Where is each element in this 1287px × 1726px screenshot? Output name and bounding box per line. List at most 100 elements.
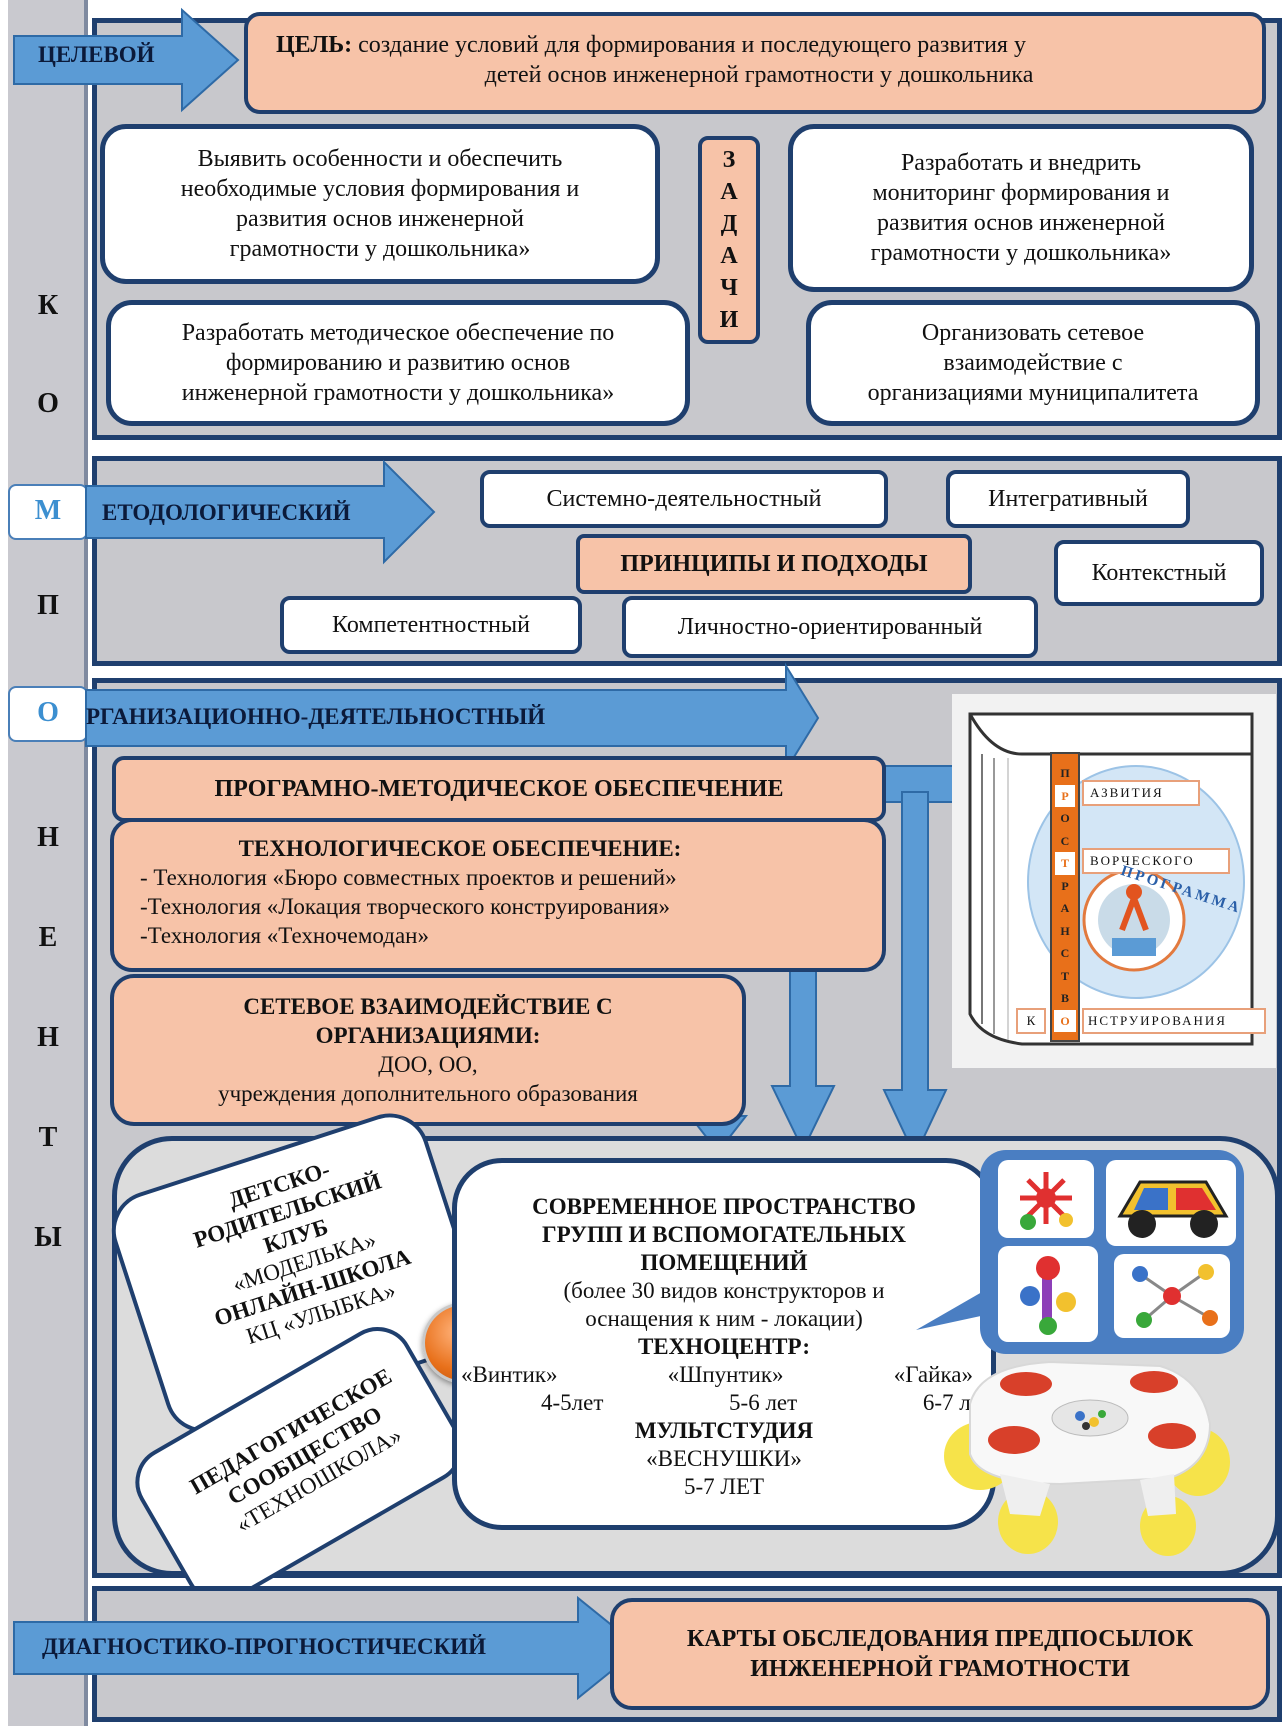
book-letter: Т (1060, 968, 1069, 983)
diagnostic-arrow (13, 1595, 642, 1701)
book-outline (968, 712, 1254, 1046)
sidebar-letter: К (37, 290, 59, 321)
tech-title: ТЕХНОЛОГИЧЕСКОЕ ОБЕСПЕЧЕНИЕ: (238, 836, 682, 861)
survey-cards-box: КАРТЫ ОБСЛЕДОВАНИЯ ПРЕДПОСЫЛОК ИНЖЕНЕРНО… (610, 1598, 1270, 1710)
tasks-letter: Д (720, 211, 738, 237)
task-1-line: развития основ инженерной (236, 206, 524, 232)
tasks-letter: З (722, 147, 736, 173)
constructors-bubble (980, 1150, 1244, 1354)
tech-support-box: ТЕХНОЛОГИЧЕСКОЕ ОБЕСПЕЧЕНИЕ: - Технологи… (110, 818, 886, 972)
network-title-1: СЕТЕВОЕ ВЗАИМОДЕЙСТВИЕ С (243, 994, 613, 1019)
task-3-line: инженерной грамотности у дошкольника» (181, 380, 615, 406)
constructor-photo-car-icon (1106, 1160, 1236, 1246)
sidebar-letter: П (37, 590, 59, 621)
techno-table-image (944, 1360, 1230, 1556)
modern-space-box: СОВРЕМЕННОЕ ПРОСТРАНСТВО ГРУПП И ВСПОМОГ… (452, 1158, 996, 1530)
constructor-photo-flower-icon (998, 1160, 1094, 1238)
organizational-label: РГАНИЗАЦИОННО-ДЕЯТЕЛЬНОСТНЫЙ (86, 704, 546, 729)
book-letter: Н (1060, 923, 1070, 938)
goal-line-2: детей основ инженерной грамотности у дош… (484, 62, 1034, 88)
task-3-line: Разработать методическое обеспечение по (181, 320, 615, 346)
program-methodical-box: ПРОГРАМНО-МЕТОДИЧЕСКОЕ ОБЕСПЕЧЕНИЕ (112, 756, 886, 822)
task-2-line: грамотности у дошкольника» (870, 240, 1172, 266)
space-sub-line: оснащения к ним - локации) (585, 1306, 863, 1331)
task-box-4: Организовать сетевое взаимодействие с ор… (806, 300, 1260, 426)
book-letter: Р (1061, 878, 1069, 893)
sidebar-letter-box-m: М (8, 484, 88, 540)
target-arrow (13, 7, 240, 113)
task-box-3: Разработать методическое обеспечение по … (106, 300, 690, 426)
sidebar-letter: Ы (34, 1222, 62, 1253)
groups-row: «Винтик» «Шпунтик» «Гайка» (457, 1361, 991, 1389)
book-vertical-letters: П Р О С Т Р А Н С Т В О (1050, 754, 1080, 1040)
tasks-letter: А (720, 179, 738, 205)
down-arrow-middle (770, 959, 836, 1153)
organizational-arrow (85, 662, 820, 774)
task-4-line: Организовать сетевое (921, 320, 1145, 346)
group-age: 4-5лет (541, 1390, 604, 1415)
book-letter: Р (1055, 784, 1075, 807)
principle-integrative: Интегративный (946, 470, 1190, 528)
tech-item: -Технология «Локация творческого констру… (140, 894, 670, 919)
principle-systemic: Системно-деятельностный (480, 470, 888, 528)
goal-prefix: ЦЕЛЬ: (276, 32, 353, 58)
book-row-construction: НСТРУИРОВАНИЯ (1082, 1008, 1266, 1034)
tasks-vertical-label: З А Д А Ч И (698, 136, 760, 344)
tech-item: -Технология «Техночемодан» (140, 923, 429, 948)
tasks-letter: А (720, 243, 738, 269)
book-letter: В (1060, 991, 1069, 1005)
goal-box: ЦЕЛЬ: создание условий для формирования … (244, 12, 1266, 114)
survey-cards-line: КАРТЫ ОБСЛЕДОВАНИЯ ПРЕДПОСЫЛОК (686, 1626, 1194, 1652)
task-1-line: необходимые условия формирования и (180, 176, 580, 202)
task-2-line: развития основ инженерной (877, 210, 1165, 236)
program-book-image: П Р О С Т Р А Н С Т В О АЗВИТИЯ ВОРЧЕСКО… (952, 694, 1276, 1068)
vesnushki-name: «ВЕСНУШКИ» (646, 1446, 802, 1471)
components-sidebar (8, 0, 88, 1726)
book-letter: О (1054, 1009, 1076, 1032)
target-label: ЦЕЛЕВОЙ (38, 42, 155, 67)
book-letter: С (1060, 946, 1070, 960)
constructor-photo-tower-icon (998, 1246, 1098, 1342)
sidebar-letter: Н (37, 1022, 59, 1053)
book-letter: А (1060, 901, 1070, 915)
multstudio-title: МУЛЬТСТУДИЯ (634, 1418, 814, 1443)
down-arrow-right (882, 791, 948, 1159)
network-line-2: учреждения дополнительного образования (218, 1081, 638, 1106)
task-box-2: Разработать и внедрить мониторинг формир… (788, 124, 1254, 292)
task-3-line: формированию и развитию основ (225, 350, 571, 376)
sidebar-letter: Н (37, 822, 59, 853)
technocenter-title: ТЕХНОЦЕНТР: (637, 1334, 811, 1359)
bubble-tail (916, 1292, 990, 1330)
book-letter: О (1060, 811, 1070, 825)
book-letter: П (1060, 766, 1070, 780)
sidebar-letter: Е (38, 922, 58, 953)
tech-item: - Технология «Бюро совместных проектов и… (140, 865, 677, 890)
task-1-line: грамотности у дошкольника» (229, 236, 531, 262)
methodological-label: ЕТОДОЛОГИЧЕСКИЙ (102, 500, 351, 525)
group-name: «Гайка» (893, 1362, 973, 1387)
task-4-line: взаимодействие с (943, 350, 1123, 376)
goal-line-1: создание условий для формирования и посл… (352, 32, 1026, 58)
sidebar-letter: Т (38, 1122, 58, 1153)
diagnostic-label: ДИАГНОСТИКО-ПРОГНОСТИЧЕСКИЙ (42, 1634, 487, 1659)
book-letter: Т (1054, 852, 1075, 875)
principle-contextual: Контекстный (1054, 540, 1264, 606)
principle-competence: Компетентностный (280, 596, 582, 654)
space-sub-line: (более 30 видов конструкторов и (563, 1278, 885, 1303)
ages-row: 4-5лет 5-6 лет 6-7 лет (457, 1389, 991, 1417)
network-title-2: ОРГАНИЗАЦИЯМИ: (315, 1023, 541, 1048)
task-4-line: организациями муниципалитета (867, 380, 1199, 406)
group-age: 5-6 лет (729, 1390, 798, 1415)
group-name: «Винтик» (461, 1362, 558, 1387)
tasks-letter: Ч (720, 275, 738, 301)
principle-personal: Личностно-ориентированный (622, 596, 1038, 658)
space-title-line: ПОМЕЩЕНИЙ (640, 1250, 808, 1275)
sidebar-letter: О (37, 388, 59, 419)
constructor-photo-molecule-icon (1114, 1254, 1230, 1338)
space-title-line: СОВРЕМЕННОЕ ПРОСТРАНСТВО (532, 1194, 916, 1219)
network-line-1: ДОО, ОО, (378, 1052, 478, 1077)
task-1-line: Выявить особенности и обеспечить (197, 146, 563, 172)
network-box: СЕТЕВОЕ ВЗАИМОДЕЙСТВИЕ С ОРГАНИЗАЦИЯМИ: … (110, 974, 746, 1126)
task-2-line: мониторинг формирования и (872, 180, 1170, 206)
methodological-arrow (85, 459, 436, 565)
